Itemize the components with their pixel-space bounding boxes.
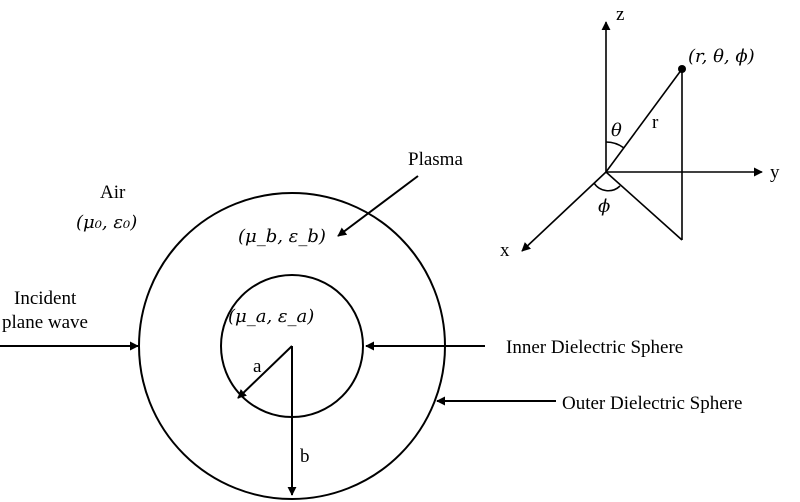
r-vector [605,68,683,173]
plasma-label: Plasma [408,149,463,170]
r-label: r [652,112,659,133]
incident-label-line1: Incident [14,288,77,309]
ground-projection [605,171,683,241]
x-label: x [500,240,510,261]
outer-sphere-label: Outer Dielectric Sphere [562,393,742,414]
x-axis [521,171,607,252]
radius-b-label: b [300,446,310,467]
phi-label: ϕ [598,196,610,217]
phi-arc [593,182,621,192]
y-label: y [770,162,780,183]
plasma-arrow [337,175,419,237]
theta-label: θ [611,120,622,141]
point-label: (r, θ, ϕ) [688,46,755,67]
air-label: Air [100,182,126,203]
inner-sphere-label: Inner Dielectric Sphere [506,337,683,358]
air-params: (μ₀, ε₀) [76,212,137,233]
plasma-params: (μ_b, ε_b) [238,226,326,247]
radius-a-arrow [237,345,293,399]
incident-label-line2: plane wave [2,312,88,333]
theta-arc [605,141,625,149]
radius-a-label: a [253,356,262,377]
z-label: z [616,4,624,25]
inner-params: (μ_a, ε_a) [228,306,314,327]
